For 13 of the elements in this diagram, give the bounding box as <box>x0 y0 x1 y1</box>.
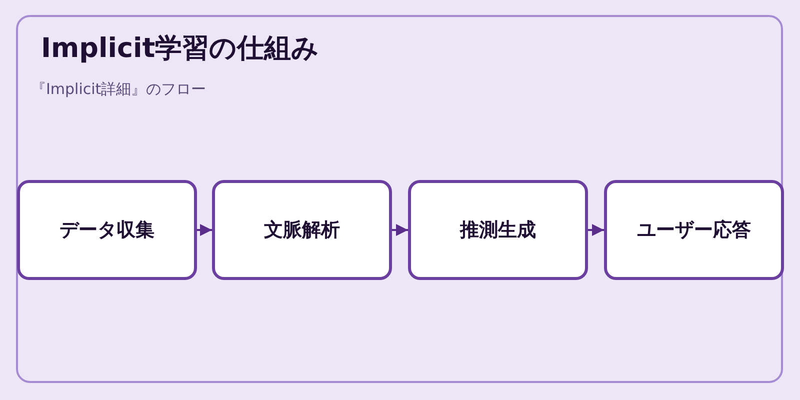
step-label: 推測生成 <box>460 218 536 243</box>
arrow <box>392 224 408 236</box>
step-label: ユーザー応答 <box>637 218 751 243</box>
process-box <box>17 180 197 280</box>
step-label: 文脈解析 <box>264 218 340 243</box>
subtitle: 『Implicit詳細』のフロー <box>31 80 206 99</box>
process-box <box>604 180 784 280</box>
arrow <box>197 224 212 236</box>
arrow <box>588 224 604 236</box>
diagram-title: Implicit学習の仕組み <box>41 32 320 66</box>
step-label: データ収集 <box>60 218 154 243</box>
process-box <box>408 180 588 280</box>
process-box <box>212 180 392 280</box>
